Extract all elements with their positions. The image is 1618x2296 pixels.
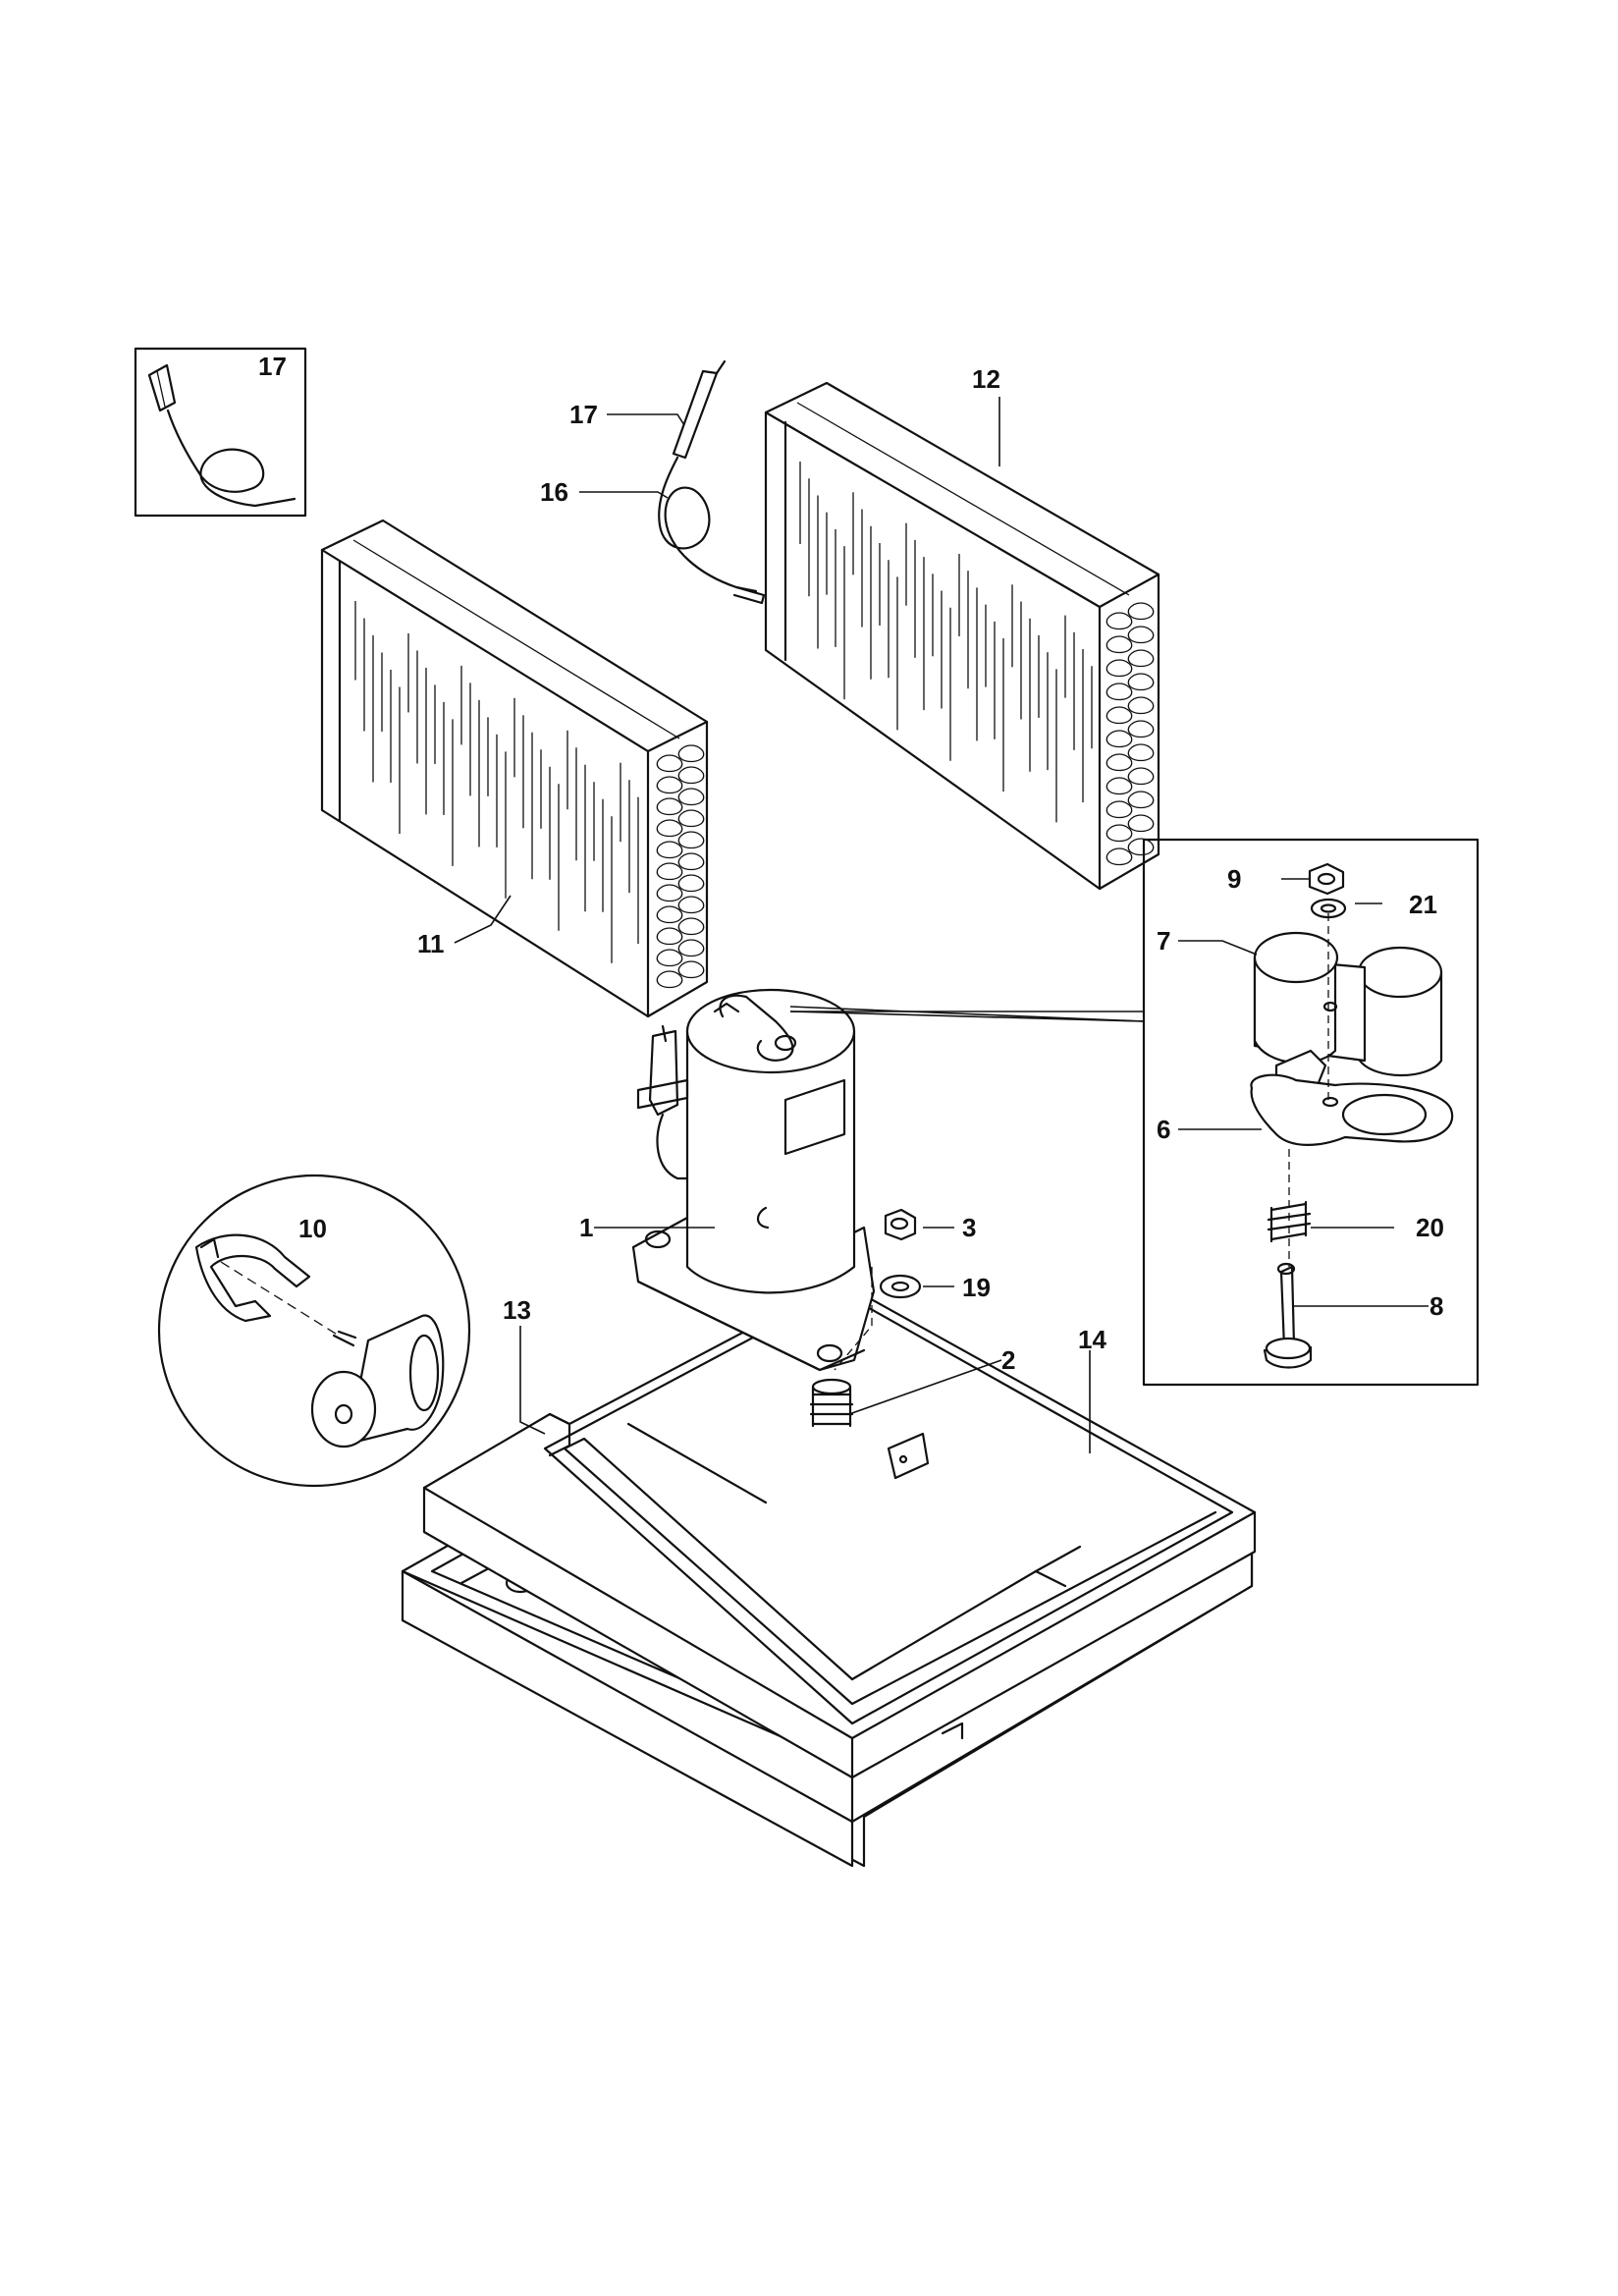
- callout-3: 3: [962, 1213, 976, 1242]
- callout-19: 19: [962, 1273, 991, 1302]
- callout-14: 14: [1078, 1325, 1106, 1354]
- callout-6: 6: [1157, 1115, 1170, 1144]
- callout-16: 16: [540, 477, 568, 507]
- callout-17-inset: 17: [258, 352, 287, 381]
- spring-2: [809, 1378, 854, 1428]
- coil-12: [764, 381, 1160, 891]
- leader-lines: [454, 397, 1429, 1453]
- callout-11: 11: [417, 929, 445, 958]
- nut-3: [884, 1208, 917, 1241]
- callout-labels: 17 17 16 12 11 1 3 19 2 13 14 10 9 21 7 …: [258, 352, 1444, 1375]
- compressor: [631, 988, 876, 1372]
- thermistor-sensor: [658, 359, 766, 605]
- callout-12: 12: [972, 364, 1000, 394]
- callout-2: 2: [1001, 1345, 1015, 1375]
- callout-21: 21: [1409, 890, 1437, 919]
- callout-9: 9: [1227, 864, 1241, 894]
- callout-10: 10: [298, 1214, 327, 1243]
- base-pan-13: [422, 1280, 1257, 1779]
- coil-11: [320, 519, 709, 1018]
- detail-circle-10: [157, 1174, 471, 1488]
- callout-17: 17: [569, 400, 598, 429]
- callout-20: 20: [1416, 1213, 1444, 1242]
- callout-1: 1: [579, 1213, 593, 1242]
- callout-7: 7: [1157, 926, 1170, 956]
- callout-13: 13: [503, 1295, 531, 1325]
- washer-19: [879, 1274, 922, 1299]
- callout-8: 8: [1429, 1291, 1443, 1321]
- inset-overload-detail: [789, 838, 1480, 1387]
- inset-17-detail: [134, 347, 307, 518]
